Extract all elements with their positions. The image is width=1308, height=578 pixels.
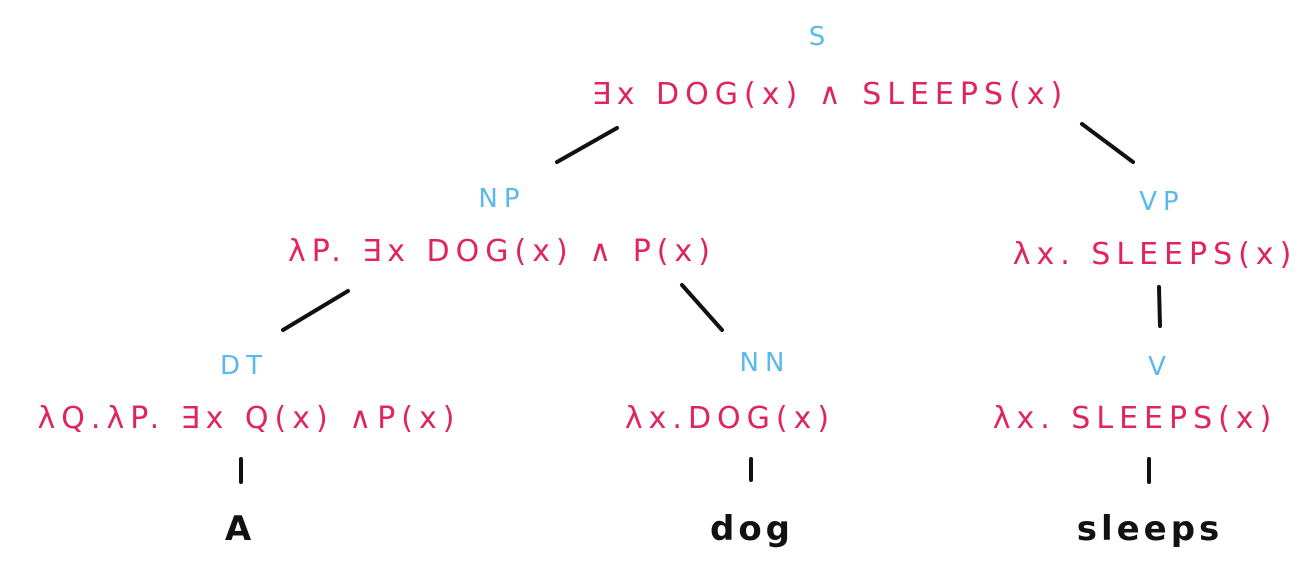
word-v: sleeps: [1076, 509, 1224, 549]
semantics-nn: λx.DOG(x): [624, 401, 836, 436]
category-label-s: S: [808, 22, 832, 52]
category-label-np: NP: [478, 184, 526, 214]
word-dt: A: [224, 509, 256, 549]
category-label-dt: DT: [220, 351, 268, 381]
semantics-v: λx. SLEEPS(x): [992, 401, 1278, 436]
semantics-vp: λx. SLEEPS(x): [1012, 237, 1298, 272]
category-label-nn: NN: [739, 348, 791, 378]
edge-s-vp: [1080, 122, 1135, 164]
category-label-v: V: [1148, 352, 1172, 382]
category-label-vp: VP: [1139, 187, 1185, 217]
semantics-np: λP. ∃x DOG(x) ∧ P(x): [288, 234, 716, 269]
word-nn: dog: [709, 509, 795, 549]
edge-np-nn: [680, 283, 724, 332]
semantics-dt: λQ.λP. ∃x Q(x) ∧P(x): [37, 401, 461, 436]
edge-np-dt: [281, 289, 350, 332]
semantics-s: ∃x DOG(x) ∧ SLEEPS(x): [591, 77, 1069, 112]
edge-vp-v: [1157, 285, 1162, 328]
edge-s-np: [555, 126, 619, 164]
